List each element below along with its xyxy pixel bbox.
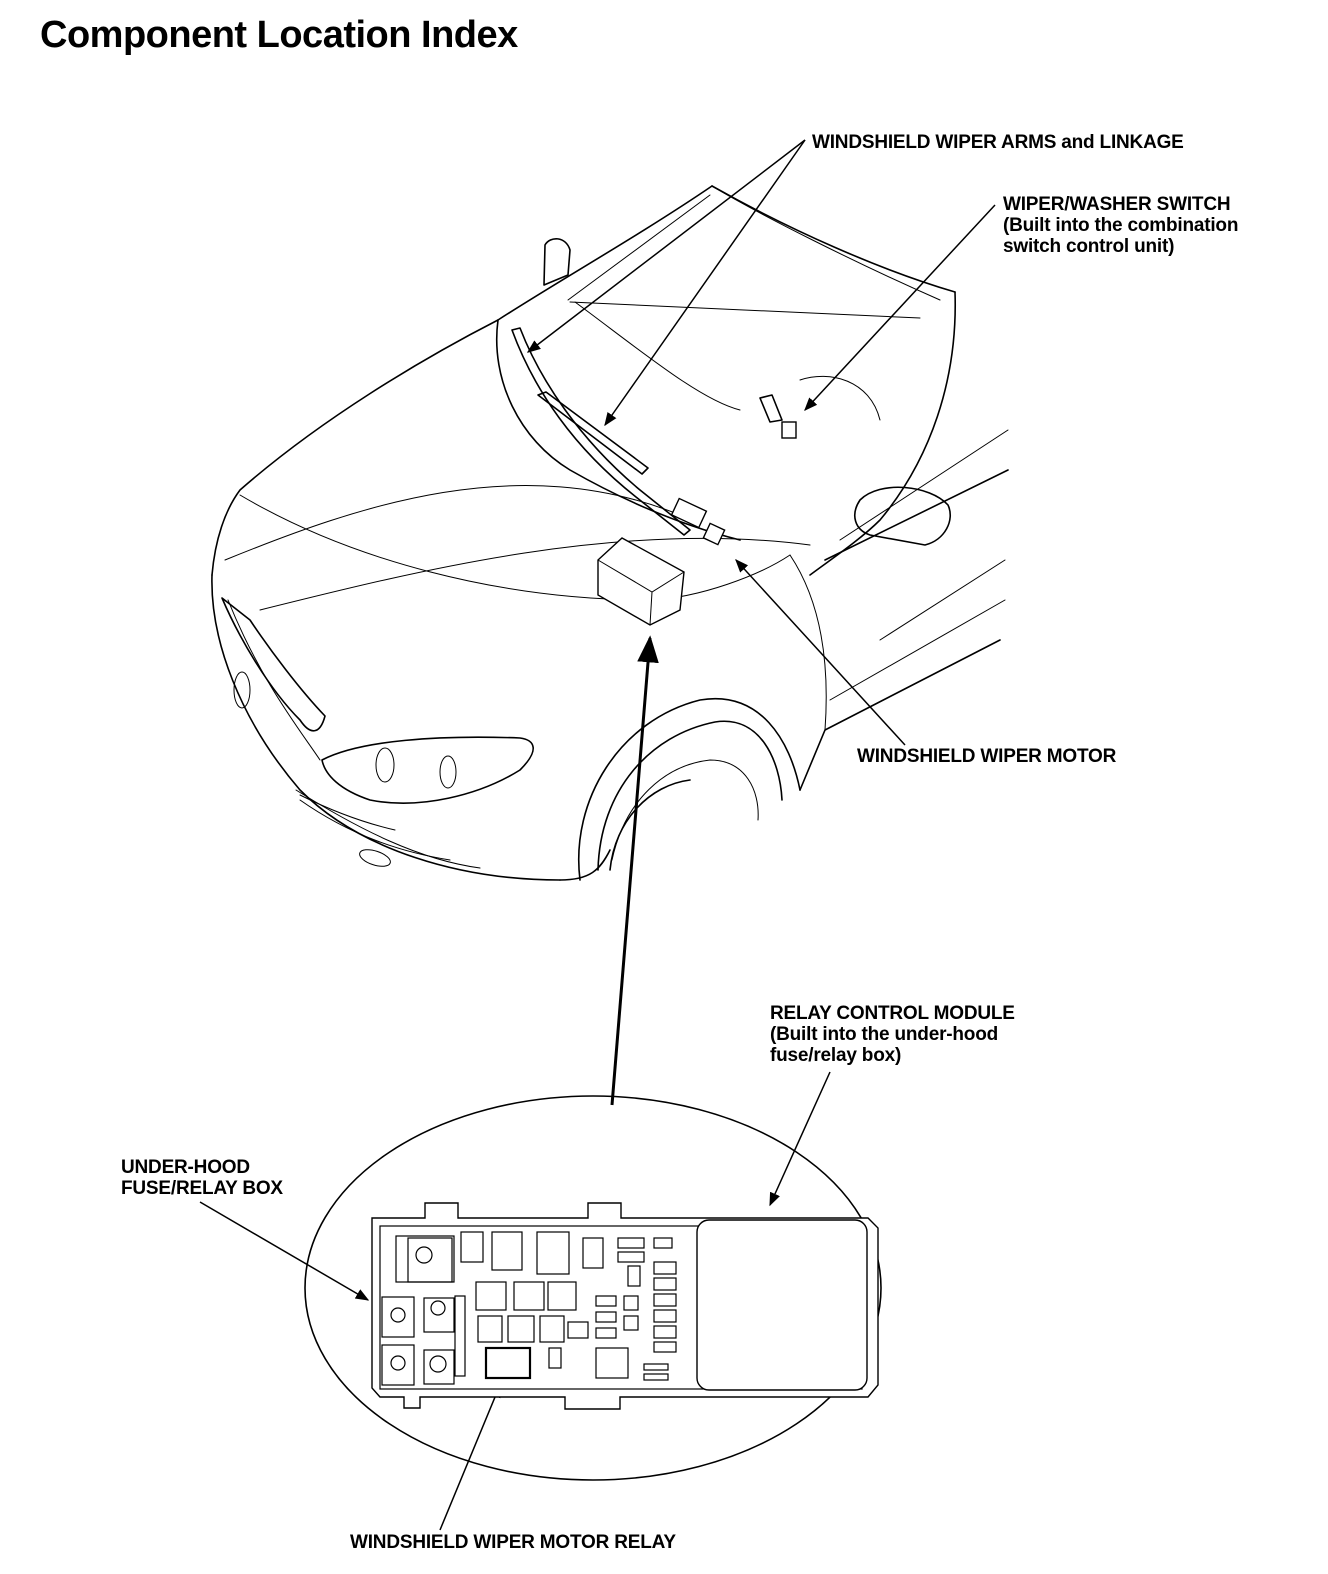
label-rcm-line1: RELAY CONTROL MODULE [770,1003,1015,1024]
label-rcm-line3: fuse/relay box) [770,1045,902,1066]
label-underhood-line1: UNDER-HOOD [121,1157,250,1178]
label-wiper-switch-line3: switch control unit) [1003,236,1175,257]
car-body-illustration [211,185,1009,881]
label-relay-control-module: RELAY CONTROL MODULE (Built into the und… [770,1003,1015,1066]
label-wiper-switch-line1: WIPER/WASHER SWITCH [1003,194,1231,215]
label-wiper-arms: WINDSHIELD WIPER ARMS and LINKAGE [812,132,1184,153]
label-rcm-line2: (Built into the under-hood [770,1024,999,1045]
fuse-box-detail [304,1095,882,1481]
leader-lines [199,139,996,1531]
label-underhood-box: UNDER-HOOD FUSE/RELAY BOX [121,1157,283,1199]
label-wiper-switch-line2: (Built into the combination [1003,215,1239,236]
page-title: Component Location Index [40,14,518,56]
label-wiper-motor: WINDSHIELD WIPER MOTOR [857,746,1117,767]
label-wiper-switch: WIPER/WASHER SWITCH (Built into the comb… [1003,194,1238,257]
label-wiper-motor-relay: WINDSHIELD WIPER MOTOR RELAY [350,1532,676,1553]
label-underhood-line2: FUSE/RELAY BOX [121,1178,283,1199]
